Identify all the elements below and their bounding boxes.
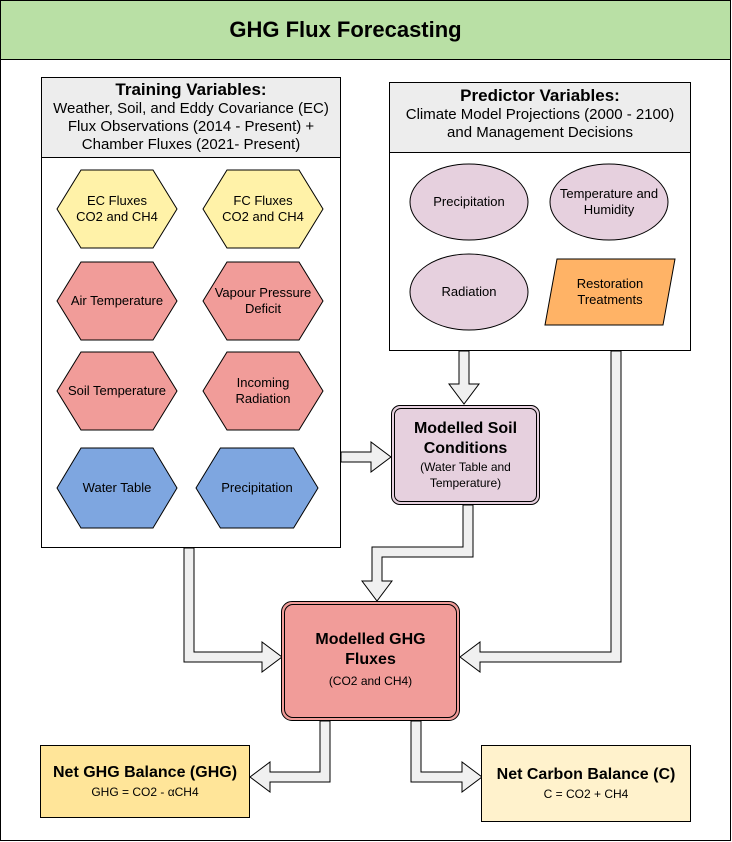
modelled-ghg-box: Modelled GHG Fluxes (CO2 and CH4) <box>281 601 460 721</box>
net-ghg-balance-box: Net GHG Balance (GHG) GHG = CO2 - αCH4 <box>40 745 250 818</box>
training-precipitation-label: Precipitation <box>221 480 293 495</box>
modelled-soil-subtitle: Temperature) <box>429 476 502 490</box>
arrow-soil-to-ghg <box>361 504 474 602</box>
net-carbon-formula: C = CO2 + CH4 <box>543 786 629 801</box>
training-subtitle-line: Weather, Soil, and Eddy Covariance (EC) <box>53 100 329 117</box>
predictor-precipitation-label: Precipitation <box>433 194 505 209</box>
arrow-ghg-to-net-ghg <box>249 720 331 793</box>
arrow-training-to-ghg <box>183 547 283 673</box>
modelled-ghg-subtitle: (CO2 and CH4) <box>328 674 413 688</box>
training-precipitation-hexagon <box>195 447 319 529</box>
arrow-training-to-soil <box>340 441 392 473</box>
arrow-predictor-to-soil <box>448 350 480 405</box>
training-air-temperature-label: Air Temperature <box>70 293 164 308</box>
training-soil-temperature-hexagon <box>56 351 178 431</box>
modelled-soil-box: Modelled Soil Conditions (Water Table an… <box>391 405 540 505</box>
training-water-table-label: Water Table <box>82 480 152 495</box>
title-banner: GHG Flux Forecasting <box>0 0 731 60</box>
modelled-soil-subtitle: (Water Table and <box>420 460 511 474</box>
training-vapour-pressure-deficit-hexagon <box>202 261 324 341</box>
predictor-precipitation-ellipse <box>409 163 529 241</box>
training-water-table-hexagon <box>56 447 178 529</box>
training-incoming-radiation-hexagon <box>202 351 324 431</box>
modelled-ghg-box-inner <box>284 604 457 718</box>
predictor-temperature-and-humidity-ellipse <box>549 163 669 241</box>
training-fc-fluxes-co2-and-ch4-hexagon <box>202 169 324 249</box>
modelled-soil-title: Conditions <box>423 440 508 457</box>
predictor-restoration-treatments-parallelogram <box>544 258 676 326</box>
modelled-ghg-title: Modelled GHG <box>315 631 426 648</box>
predictor-subtitle-line: Climate Model Projections (2000 - 2100) <box>405 106 675 123</box>
arrow-predictor-to-ghg <box>459 350 622 673</box>
diagram-title: GHG Flux Forecasting <box>229 17 462 42</box>
arrow-ghg-to-net-carbon <box>410 720 483 793</box>
training-subtitle-line: Flux Observations (2014 - Present) + <box>67 118 315 135</box>
predictor-header: Predictor Variables: Climate Model Proje… <box>390 83 690 153</box>
training-soil-temperature-label: Soil Temperature <box>67 383 167 398</box>
net-ghg-formula: GHG = CO2 - αCH4 <box>91 784 199 799</box>
net-carbon-title: Net Carbon Balance (C) <box>496 765 676 783</box>
modelled-soil-title: Modelled Soil <box>413 420 518 437</box>
predictor-radiation-ellipse <box>409 253 529 331</box>
training-ec-fluxes-co2-and-ch4-hexagon <box>56 169 178 249</box>
modelled-ghg-title: Fluxes <box>345 651 396 668</box>
net-carbon-balance-box: Net Carbon Balance (C) C = CO2 + CH4 <box>481 745 691 822</box>
training-subtitle-line: Chamber Fluxes (2021- Present) <box>81 136 301 153</box>
net-ghg-title: Net GHG Balance (GHG) <box>52 763 238 781</box>
training-air-temperature-hexagon <box>56 261 178 341</box>
predictor-title: Predictor Variables: <box>460 86 620 105</box>
training-title: Training Variables: <box>115 80 267 99</box>
modelled-soil-box-inner <box>394 408 537 502</box>
training-header: Training Variables: Weather, Soil, and E… <box>42 78 340 158</box>
predictor-subtitle-line: and Management Decisions <box>447 124 633 141</box>
predictor-radiation-label: Radiation <box>441 284 497 299</box>
